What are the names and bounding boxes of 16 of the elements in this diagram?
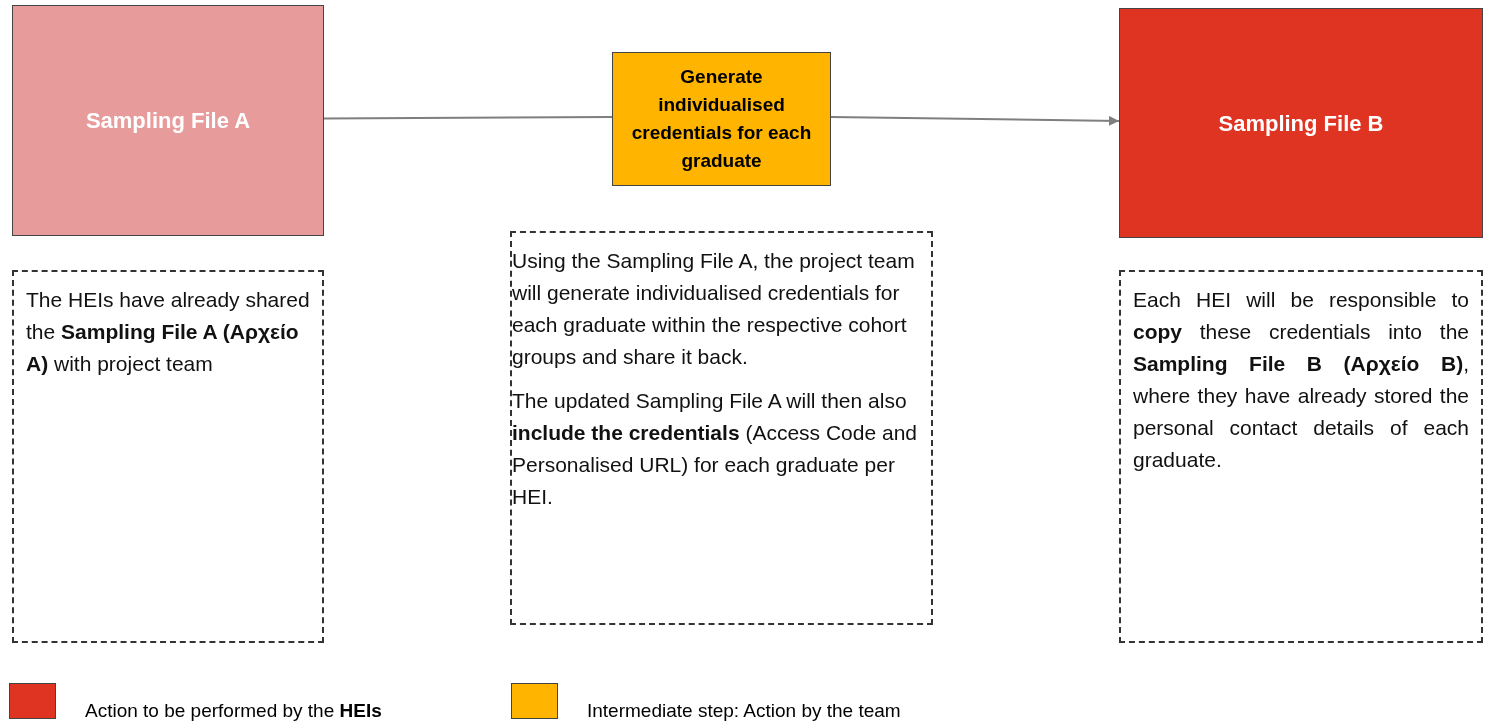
box-title: Sampling File B	[1218, 109, 1384, 138]
note-box	[510, 231, 933, 625]
note-box	[1119, 270, 1483, 643]
note-text: The HEIs have already shared the Sampling File A (Αρχείο A) with project team	[26, 287, 310, 377]
process-box	[612, 52, 831, 186]
process-box	[12, 5, 324, 236]
box-title: Generate individualised credentials for each graduate	[630, 65, 813, 173]
process-box	[1119, 8, 1483, 238]
note-box	[12, 270, 324, 643]
note-text: Each HEI will be responsible to copy these credentials into the Sampling File B (Αρχείο B), where they have already stored the personal contact details of each graduate.	[1133, 287, 1469, 473]
legend-text: Intermediate step: Action by the team	[587, 699, 901, 723]
legend-text: Action to be performed by the HEIs	[85, 699, 382, 723]
note-text: The updated Sampling File A will then also include the credentials (Access Code and Personalised URL) for each graduate per HEI.	[512, 388, 918, 510]
connector-arrow	[830, 115, 1120, 126]
box-title: Sampling File A	[85, 107, 251, 135]
note-text: Using the Sampling File A, the project team will generate individualised credentials for each graduate within the respective cohort groups and share it back.	[512, 248, 916, 370]
